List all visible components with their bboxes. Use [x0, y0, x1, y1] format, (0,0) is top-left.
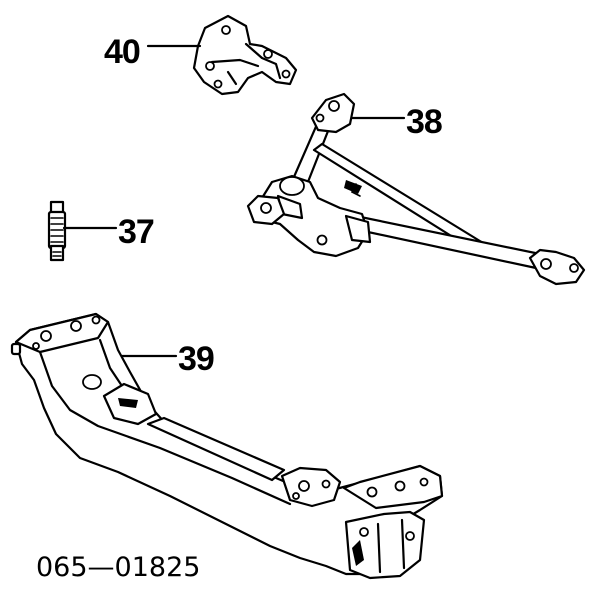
- part-37-crossmember: [10, 312, 444, 580]
- callout-37: 39: [178, 340, 214, 378]
- callout-40: 40: [104, 33, 140, 71]
- callout-39: 38: [406, 103, 442, 141]
- part-40-bracket: [192, 14, 298, 96]
- part-39-control-arm: [246, 92, 586, 286]
- diagram-code: 065—01825: [36, 552, 200, 583]
- part-38-stud-bolt: [47, 200, 67, 262]
- callout-38: 37: [118, 213, 154, 251]
